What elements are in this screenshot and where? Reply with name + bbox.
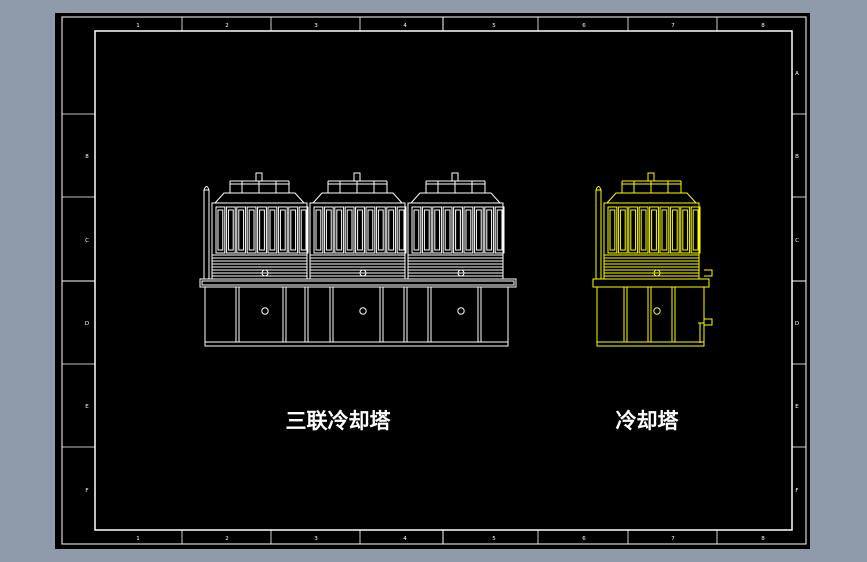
- row-marker-left-2: C: [85, 238, 89, 244]
- column-marker-bottom-6: 6: [582, 536, 586, 542]
- row-marker-right-4: D: [795, 321, 799, 327]
- single-tower-label: 冷却塔: [616, 408, 680, 433]
- triple-cooling-tower[interactable]: [199, 172, 517, 347]
- column-markers-bottom: 1 2 3 4 5 6 7 8: [136, 536, 765, 542]
- tower-units: [211, 172, 505, 315]
- column-marker-top-6: 6: [582, 23, 586, 29]
- frame-ticks: [62, 17, 806, 544]
- column-marker-bottom-3: 3: [314, 536, 318, 542]
- column-marker-top-2: 2: [225, 23, 229, 29]
- row-markers-left: 8C D E F: [85, 154, 89, 494]
- column-marker-top-1: 1: [136, 23, 140, 29]
- row-marker-left-1: 8: [85, 154, 89, 160]
- row-marker-left-5: F: [85, 488, 88, 494]
- single-tower-unit: [603, 172, 701, 315]
- column-markers-top: 1 2 3 4 5 6 7 8: [136, 23, 765, 29]
- row-marker-left-4: E: [85, 404, 89, 410]
- column-marker-bottom-1: 1: [136, 536, 140, 542]
- column-marker-bottom-5: 5: [492, 536, 496, 542]
- column-marker-top-8: 8: [761, 23, 765, 29]
- row-marker-right-6: F: [795, 488, 798, 494]
- drawing-frame: [61, 16, 807, 545]
- column-marker-bottom-7: 7: [671, 536, 675, 542]
- single-basin-posts: [623, 287, 676, 342]
- outlet-pipe-right: [698, 318, 713, 343]
- triple-tower-label: 三联冷却塔: [286, 408, 392, 433]
- basin-posts: [235, 287, 482, 342]
- side-pipe: [203, 189, 210, 280]
- column-marker-top-3: 3: [314, 23, 318, 29]
- row-marker-left-3: D: [85, 321, 89, 327]
- row-marker-right-3: C: [795, 238, 799, 244]
- column-marker-top-4: 4: [403, 23, 407, 29]
- row-marker-right-5: E: [795, 404, 799, 410]
- single-cooling-tower[interactable]: [592, 172, 713, 347]
- column-marker-bottom-4: 4: [403, 536, 407, 542]
- row-marker-right-2: B: [795, 154, 799, 160]
- column-marker-bottom-2: 2: [225, 536, 229, 542]
- row-marker-right-1: A: [795, 71, 799, 77]
- column-marker-top-5: 5: [492, 23, 496, 29]
- single-side-pipe: [595, 189, 602, 280]
- inlet-pipe-right: [704, 269, 713, 277]
- row-markers-right: A B C D E F: [795, 71, 799, 494]
- column-marker-top-7: 7: [671, 23, 675, 29]
- column-marker-bottom-8: 8: [761, 536, 765, 542]
